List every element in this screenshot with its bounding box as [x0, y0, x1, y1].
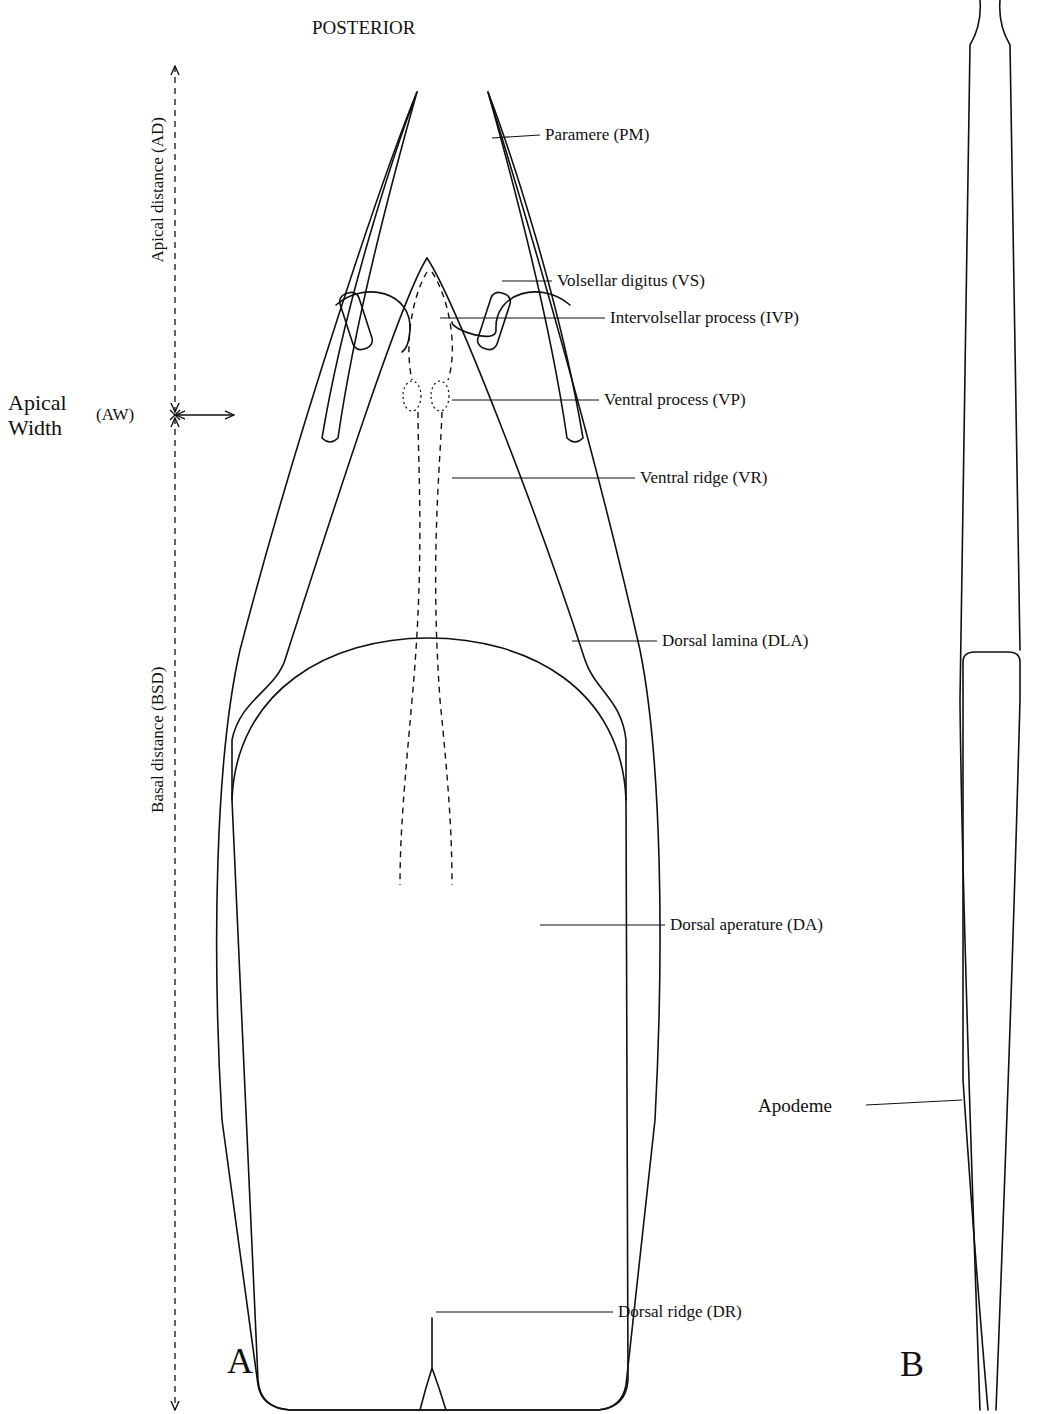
dimension-line: [174, 418, 175, 1410]
part-label: Apodeme: [758, 1095, 832, 1117]
part-label: Ventral process (VP): [604, 390, 746, 410]
part-label: Dorsal lamina (DLA): [662, 631, 808, 651]
dimension-line: [174, 66, 175, 412]
apodeme-inner: [963, 652, 1020, 1410]
figure-letter: B: [900, 1344, 924, 1385]
leader-line: [540, 924, 665, 925]
dorsal-ridge: [420, 1318, 446, 1410]
leader-line: [866, 1100, 962, 1105]
part-label: Intervolsellar process (IVP): [610, 308, 799, 328]
dimension-label: (AW): [96, 405, 134, 425]
leader-line: [436, 1311, 613, 1312]
dimension-label: Apical distance (AD): [148, 115, 168, 264]
volsellar-tooth: [476, 290, 513, 351]
paramere-right: [488, 92, 583, 442]
dorsal-lamina-inner: [232, 258, 427, 800]
leader-line: [452, 399, 599, 400]
part-label: Ventral ridge (VR): [640, 468, 767, 488]
volsellar-lobe-right: [452, 292, 570, 337]
figure-letter: A: [227, 1341, 253, 1382]
orientation-label: POSTERIOR: [312, 17, 415, 39]
dorsal-lamina-inner: [427, 258, 626, 800]
leader-line: [572, 640, 657, 641]
ventral-process: [403, 381, 421, 411]
leader-line: [440, 317, 605, 318]
apodeme-outline: [1000, 0, 1020, 650]
dimension-label: Basal distance (BSD): [148, 665, 168, 815]
width-arrow: [176, 414, 234, 415]
part-label: Dorsal ridge (DR): [618, 1302, 742, 1322]
part-label: Paramere (PM): [545, 125, 649, 145]
paramere-left: [322, 92, 417, 442]
part-label: Dorsal aperature (DA): [670, 915, 823, 935]
leader-line: [492, 135, 540, 138]
leader-line: [502, 280, 552, 281]
ventral-process: [431, 381, 449, 411]
leader-line: [452, 477, 635, 478]
dimension-label: Apical Width: [8, 390, 88, 441]
width-tick: [170, 410, 180, 420]
intervolsellar-process: [409, 272, 452, 380]
volsellar-tooth: [338, 290, 375, 351]
part-label: Volsellar digitus (VS): [557, 271, 705, 291]
dorsal-aperture: [232, 638, 628, 1410]
ventral-ridge: [400, 412, 452, 885]
